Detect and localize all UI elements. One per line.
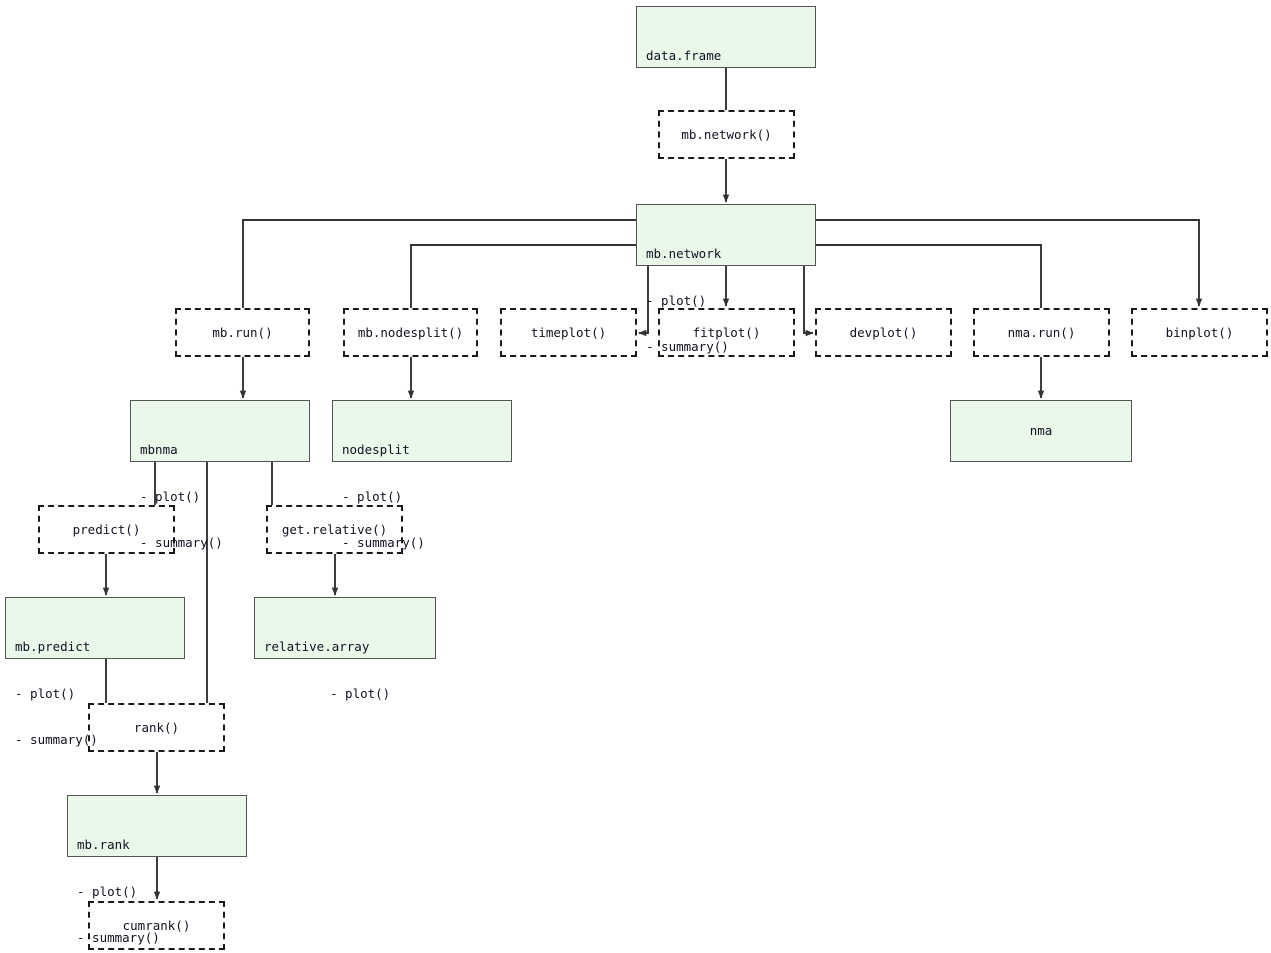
node-nma-class[interactable]: nma [950,400,1132,462]
node-binplot-function[interactable]: binplot() [1131,308,1268,357]
node-binplot-function-label: binplot() [1165,324,1234,340]
node-devplot-function[interactable]: devplot() [815,308,952,357]
node-mbnma-method-plot: - plot() [140,488,201,504]
edge-mbnetwork-to-nmarun [816,244,1042,308]
node-mbnma-class-label: mbnma [140,442,178,457]
node-nma-run-function-label: nma.run() [1007,324,1076,340]
node-mb-network-function[interactable]: mb.network() [658,110,795,159]
node-nma-run-function[interactable]: nma.run() [973,308,1110,357]
node-mb-run-function-label: mb.run() [212,324,273,340]
node-mb-rank-class-label: mb.rank [77,837,130,852]
node-nodesplit-method-summary: - summary() [342,535,425,550]
edge-mbnetwork-to-binplot [816,219,1203,307]
edge-mbnetwork-to-mbrun [242,219,636,308]
node-mb-network-class[interactable]: mb.network - plot() - summary() [636,204,816,354]
node-cumrank-function[interactable]: cumrank() [88,901,225,950]
node-nodesplit-method-plot: - plot() [342,488,403,504]
node-mb-network-method-plot: - plot() [646,292,707,308]
node-get-relative-function[interactable]: get.relative() [266,505,403,554]
node-get-relative-function-label: get.relative() [281,521,388,537]
node-data-frame[interactable]: data.frame [636,6,816,68]
node-mb-nodesplit-function-label: mb.nodesplit() [357,324,464,340]
node-nodesplit-class-label: nodesplit [342,442,410,457]
node-mb-network-method-summary: - summary() [646,339,729,354]
node-nma-class-label: nma [1029,423,1053,439]
node-rank-function-label: rank() [133,719,180,735]
node-mb-rank-class[interactable]: mb.rank - plot() - summary() [67,795,247,945]
node-cumrank-function-label: cumrank() [122,917,191,933]
node-relative-array-method-plot: - plot() [330,685,391,701]
node-relative-array-class[interactable]: relative.array - plot() [254,597,436,701]
node-mbnma-method-summary: - summary() [140,535,223,550]
node-timeplot-function-label: timeplot() [530,324,607,340]
node-rank-function[interactable]: rank() [88,703,225,752]
edge-mbnetwork-to-mbnodesplit [410,244,636,308]
node-mb-nodesplit-function[interactable]: mb.nodesplit() [343,308,478,357]
node-mb-network-class-label: mb.network [646,246,722,261]
node-mb-predict-class-label: mb.predict [15,639,91,654]
node-timeplot-function[interactable]: timeplot() [500,308,637,357]
node-mb-predict-method-plot: - plot() [15,685,76,701]
node-mb-predict-class[interactable]: mb.predict - plot() - summary() [5,597,185,747]
node-mbnma-class[interactable]: mbnma - plot() - summary() [130,400,310,550]
node-mb-predict-method-summary: - summary() [15,732,98,747]
node-mb-network-function-label: mb.network() [681,126,772,142]
node-nodesplit-class[interactable]: nodesplit - plot() - summary() [332,400,512,550]
node-mb-run-function[interactable]: mb.run() [175,308,310,357]
node-data-frame-label: data.frame [646,48,722,63]
node-mb-rank-method-summary: - summary() [77,930,160,945]
node-fitplot-function-label: fitplot() [692,324,761,340]
node-devplot-function-label: devplot() [849,324,918,340]
node-predict-function[interactable]: predict() [38,505,175,554]
node-mb-rank-method-plot: - plot() [77,883,138,899]
node-predict-function-label: predict() [72,521,141,537]
node-fitplot-function[interactable]: fitplot() [658,308,795,357]
node-relative-array-class-label: relative.array [264,639,370,654]
